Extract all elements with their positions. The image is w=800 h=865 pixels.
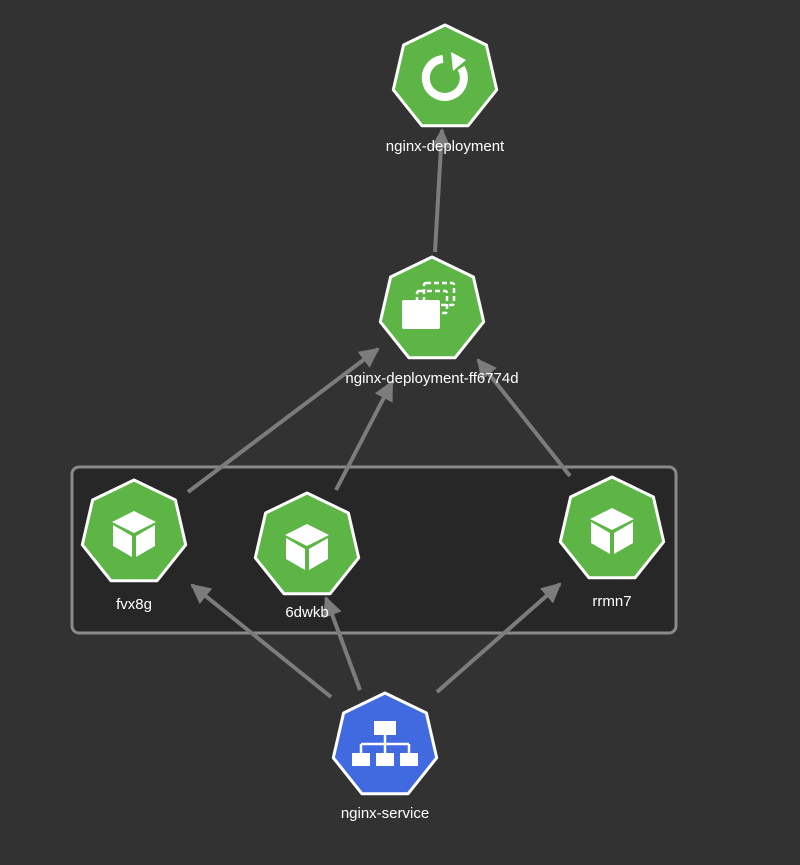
edge-replicaset-to-deployment <box>430 128 451 253</box>
edge-pod3-to-replicaset <box>476 358 572 478</box>
pod-group-box <box>70 465 678 635</box>
replicaset-label: nginx-deployment-ff6774d <box>345 370 518 387</box>
edges-layer <box>186 128 572 699</box>
node-pod-pod1[interactable]: fvx8g <box>80 478 188 613</box>
deployment-node-shape <box>391 23 499 128</box>
cube-icon <box>285 524 329 570</box>
cube-icon <box>590 508 634 554</box>
edge-service-to-pod2 <box>322 596 362 691</box>
node-pod-pod2[interactable]: 6dwkb <box>253 491 361 621</box>
deployment-label: nginx-deployment <box>386 138 505 155</box>
service-label: nginx-service <box>341 805 429 822</box>
nodes-layer: nginx-deployment nginx-deployment-ff6774d… <box>80 23 666 822</box>
cube-icon <box>112 511 156 557</box>
edge-service-to-pod3 <box>435 582 562 694</box>
refresh-icon <box>421 52 468 101</box>
node-pod-pod3[interactable]: rrmn7 <box>558 475 666 610</box>
edge-pod2-to-replicaset <box>334 380 394 491</box>
node-replicaset-replicaset[interactable]: nginx-deployment-ff6774d <box>345 255 519 387</box>
pod-label: fvx8g <box>116 596 152 613</box>
stacked-windows-icon <box>402 281 456 329</box>
network-tree-icon <box>352 721 418 766</box>
node-service-service[interactable]: nginx-service <box>331 691 439 822</box>
edge-pod1-to-replicaset <box>186 347 380 494</box>
pod-label: rrmn7 <box>592 593 631 610</box>
edge-service-to-pod1 <box>190 583 333 699</box>
pod-label: 6dwkb <box>285 604 328 621</box>
node-deployment-deployment[interactable]: nginx-deployment <box>386 23 505 155</box>
